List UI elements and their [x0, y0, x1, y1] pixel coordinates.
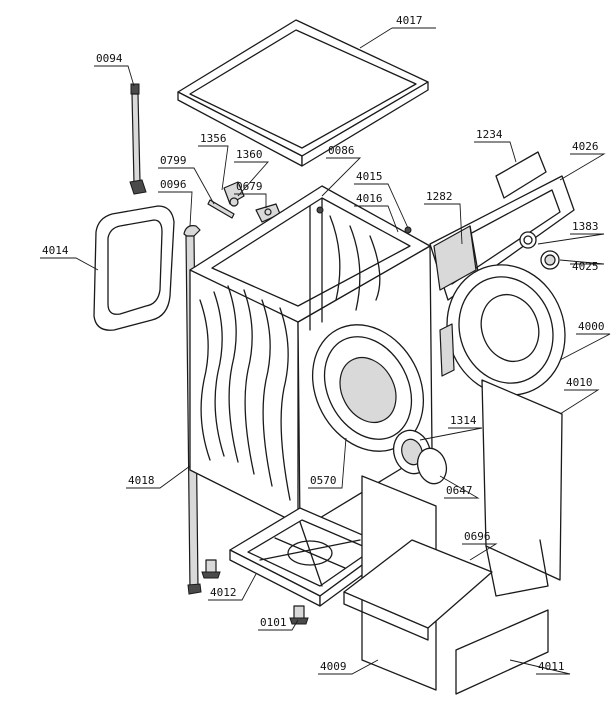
- label-4000: 4000: [578, 320, 605, 333]
- label-0696: 0696: [464, 530, 491, 543]
- kick-plate-part: [455, 609, 549, 695]
- filter-cover-parts: [392, 429, 448, 485]
- side-panel-part: [481, 379, 563, 597]
- foot-parts: [201, 559, 309, 625]
- label-0799: 0799: [160, 154, 187, 167]
- inlet-hose-part: [129, 83, 147, 195]
- label-4010: 4010: [566, 376, 593, 389]
- label-1383: 1383: [572, 220, 599, 233]
- label-1282: 1282: [426, 190, 453, 203]
- control-panel-parts: [429, 151, 575, 301]
- label-4014: 4014: [42, 244, 69, 257]
- label-4025: 4025: [572, 260, 599, 273]
- label-0570: 0570: [310, 474, 337, 487]
- label-0647: 0647: [446, 484, 473, 497]
- label-1356: 1356: [200, 132, 227, 145]
- label-4026: 4026: [572, 140, 599, 153]
- label-0679: 0679: [236, 180, 263, 193]
- label-0086: 0086: [328, 144, 355, 157]
- label-4017: 4017: [396, 14, 423, 27]
- label-0094: 0094: [96, 52, 123, 65]
- label-4016: 4016: [356, 192, 383, 205]
- leader-lines: [40, 27, 611, 675]
- label-0096: 0096: [160, 178, 187, 191]
- label-4011: 4011: [538, 660, 565, 673]
- door-part: [439, 264, 566, 396]
- label-0101: 0101: [260, 616, 287, 629]
- part-labels: 4017 0094 1356 1360 0086 0799 0679 0096 …: [42, 14, 605, 673]
- label-4009: 4009: [320, 660, 347, 673]
- label-1314: 1314: [450, 414, 477, 427]
- label-4012: 4012: [210, 586, 237, 599]
- label-4018: 4018: [128, 474, 155, 487]
- top-cover-part: [177, 19, 429, 167]
- door-seal-part: [93, 205, 175, 331]
- front-lower-panel-parts: [343, 475, 493, 691]
- label-4015: 4015: [356, 170, 383, 183]
- label-1360: 1360: [236, 148, 263, 161]
- label-1234: 1234: [476, 128, 503, 141]
